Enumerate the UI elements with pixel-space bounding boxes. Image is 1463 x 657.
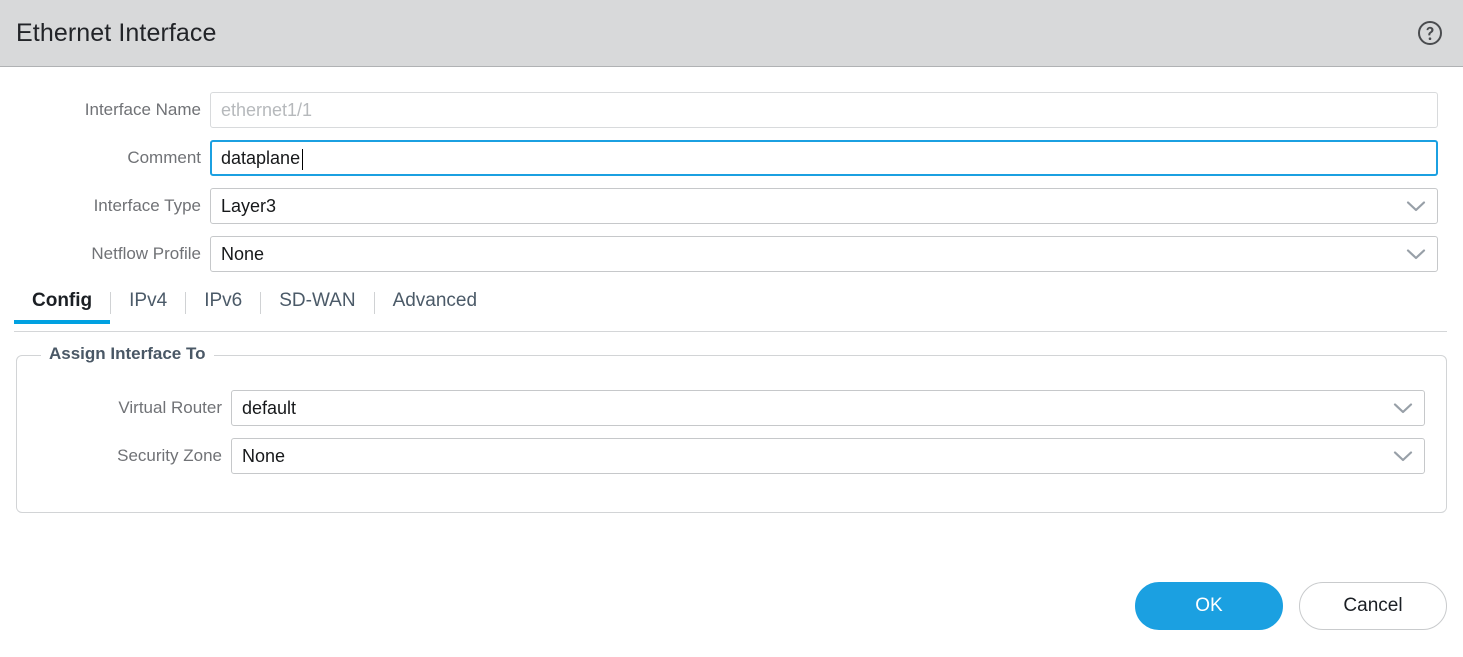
label-interface-name: Interface Name [84, 100, 201, 119]
interface-type-value: Layer3 [221, 195, 277, 216]
chevron-down-icon [1396, 190, 1436, 222]
help-circle-icon[interactable] [1415, 18, 1445, 48]
page-title: Ethernet Interface [16, 18, 217, 47]
ok-button[interactable]: OK [1135, 582, 1283, 630]
tab-ipv4[interactable]: IPv4 [129, 290, 168, 311]
label-comment: Comment [127, 148, 201, 167]
comment-input-value: dataplane [221, 147, 304, 170]
netflow-profile-select[interactable]: None [210, 236, 1438, 272]
virtual-router-select[interactable]: default [231, 390, 1425, 426]
dialog-footer: OK Cancel [1135, 582, 1447, 630]
tab-divider [110, 292, 112, 314]
tab-advanced[interactable]: Advanced [392, 290, 478, 311]
field-row-interface-name: Interface Name ethernet1/1 [0, 92, 1463, 128]
label-virtual-router: Virtual Router [118, 398, 222, 417]
security-zone-select[interactable]: None [231, 438, 1425, 474]
assign-interface-to-group: Assign Interface To Virtual Router defau… [16, 344, 1448, 513]
tab-config[interactable]: Config [14, 290, 111, 324]
label-netflow-profile: Netflow Profile [91, 244, 201, 263]
cancel-button[interactable]: Cancel [1299, 582, 1447, 630]
tab-ipv6[interactable]: IPv6 [204, 290, 243, 311]
field-row-comment: Comment dataplane [0, 140, 1463, 176]
netflow-profile-value: None [221, 243, 265, 264]
tab-divider [260, 292, 262, 314]
field-row-security-zone: Security Zone None [17, 438, 1448, 474]
assign-interface-to-legend: Assign Interface To [41, 344, 214, 364]
field-row-netflow-profile: Netflow Profile None [0, 236, 1463, 272]
interface-type-select[interactable]: Layer3 [210, 188, 1438, 224]
tab-divider [185, 292, 187, 314]
tab-bar: Config IPv4 IPv6 SD-WAN Advanced [0, 290, 1463, 332]
dialog-titlebar: Ethernet Interface [0, 0, 1463, 67]
label-security-zone: Security Zone [117, 446, 222, 465]
interface-name-input[interactable]: ethernet1/1 [210, 92, 1438, 128]
chevron-down-icon [1383, 392, 1423, 424]
label-interface-type: Interface Type [93, 196, 201, 215]
virtual-router-value: default [242, 397, 297, 418]
field-row-interface-type: Interface Type Layer3 [0, 188, 1463, 224]
assign-interface-fields: Virtual Router default Security Zone Non… [17, 390, 1448, 486]
chevron-down-icon [1396, 238, 1436, 270]
tab-sd-wan[interactable]: SD-WAN [279, 290, 356, 311]
field-row-virtual-router: Virtual Router default [17, 390, 1448, 426]
interface-form: Interface Name ethernet1/1 Comment datap… [0, 67, 1463, 284]
interface-name-placeholder: ethernet1/1 [221, 99, 313, 120]
comment-input[interactable]: dataplane [210, 140, 1438, 176]
chevron-down-icon [1383, 440, 1423, 472]
security-zone-value: None [242, 445, 286, 466]
tab-divider [373, 292, 375, 314]
